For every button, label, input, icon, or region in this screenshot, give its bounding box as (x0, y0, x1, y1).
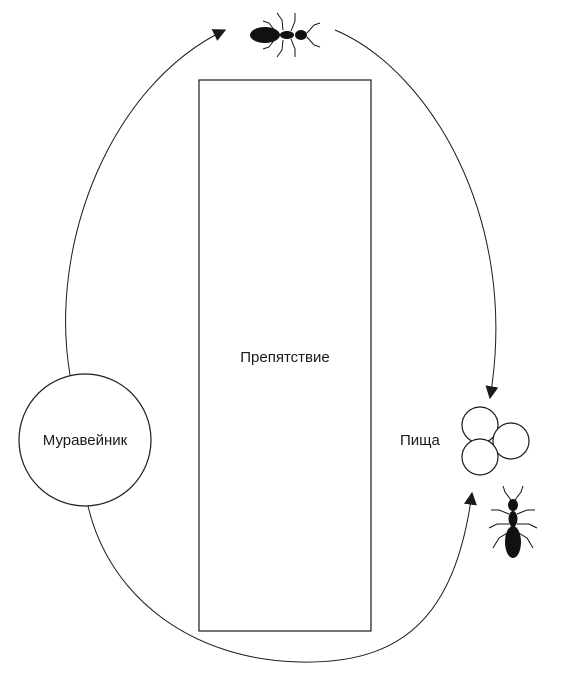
ant-icon (488, 485, 538, 558)
path-lower-to-food (87, 491, 477, 663)
nest-label: Муравейник (43, 432, 128, 449)
food-item (492, 422, 530, 460)
ant-icon (250, 12, 321, 58)
food-label: Пища (400, 432, 441, 449)
path-nest-to-top (65, 29, 227, 376)
path-top-to-food (334, 29, 499, 400)
nest-circle (18, 373, 152, 507)
obstacle-rect (198, 79, 372, 632)
food-item (461, 406, 499, 444)
obstacle-label: Препятствие (240, 349, 329, 366)
food-cluster (461, 406, 530, 476)
food-item (461, 438, 499, 476)
